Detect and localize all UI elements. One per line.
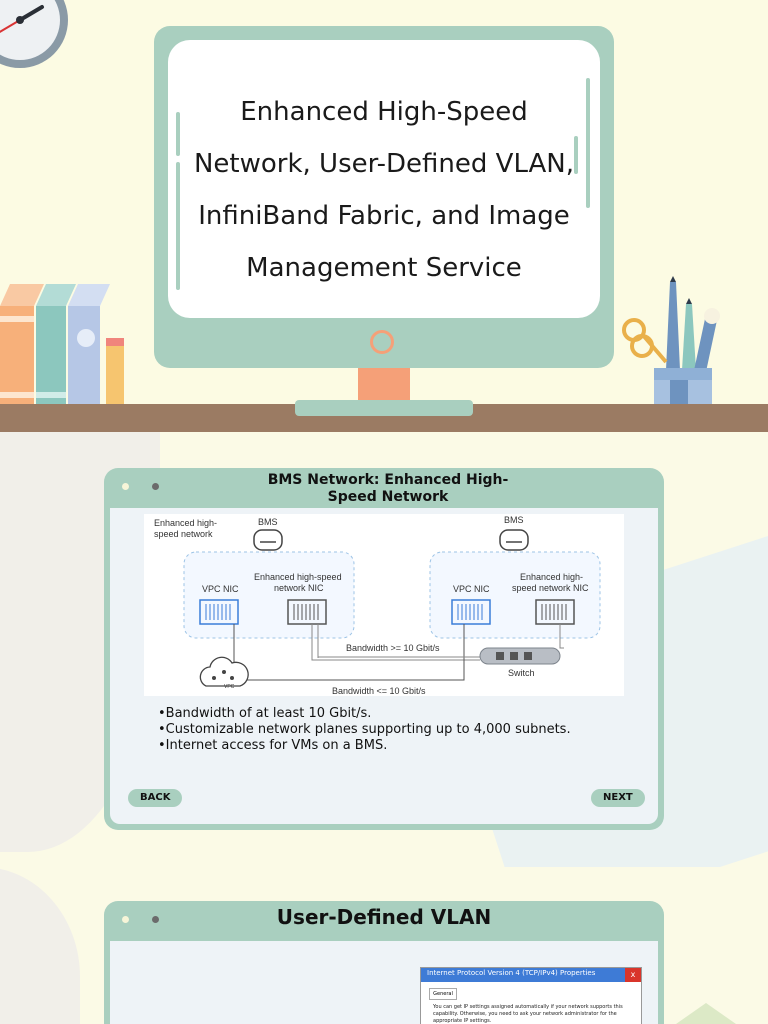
- monitor-neck: [358, 366, 410, 404]
- enhanced-network-label: Enhanced high-: [154, 518, 217, 528]
- bullet-item: •Internet access for VMs on a BMS.: [158, 738, 388, 753]
- page-title: Enhanced High-Speed Network, User-Define…: [193, 97, 575, 283]
- window-dot: [152, 916, 159, 923]
- background-shape: [0, 867, 80, 1024]
- dialog-description: You can get IP settings assigned automat…: [433, 1004, 623, 1024]
- slide-title: BMS Network: Enhanced High-Speed Network: [267, 472, 509, 505]
- books-illustration: [0, 284, 124, 410]
- clock-icon: [0, 0, 68, 68]
- window-dot: [122, 483, 129, 490]
- bullet-item: •Bandwidth of at least 10 Gbit/s.: [158, 706, 372, 721]
- tab-general[interactable]: General: [429, 988, 457, 1000]
- vpc-nic-label: VPC NIC: [202, 584, 239, 594]
- bullet-item: •Customizable network planes supporting …: [158, 722, 571, 737]
- monitor-screen: [168, 40, 600, 318]
- svg-text:Enhanced high-speed network NI: Enhanced high-speed network NIC: [512, 572, 589, 593]
- next-button[interactable]: NEXT: [591, 789, 645, 807]
- screen-decoration: [176, 112, 180, 156]
- user-defined-vlan-slide: User-Defined VLAN Internet Protocol Vers…: [0, 867, 768, 1024]
- enhanced-nic-label: Enhanced high-: [520, 572, 583, 582]
- bms-network-slide: BMS Network: Enhanced High-Speed Network: [0, 432, 768, 867]
- vpc-cloud-icon: [199, 656, 249, 687]
- server-icon: [253, 529, 283, 551]
- window-dot: [152, 483, 159, 490]
- vpc-label: VPC: [224, 684, 235, 690]
- monitor-base: [295, 400, 473, 416]
- title-slide: Enhanced High-Speed Network, User-Define…: [0, 0, 768, 432]
- feature-bullets: •Bandwidth of at least 10 Gbit/s. •Custo…: [158, 706, 571, 754]
- power-button-icon: [370, 330, 394, 354]
- screen-decoration: [176, 162, 180, 290]
- server-icon: [499, 529, 529, 551]
- enhanced-nic-card-icon: [287, 599, 327, 625]
- close-icon[interactable]: x: [625, 968, 641, 982]
- ipv4-properties-dialog: Internet Protocol Version 4 (TCP/IPv4) P…: [420, 967, 642, 1024]
- screen-decoration: [586, 78, 590, 208]
- switch-icon: [479, 647, 561, 665]
- bms-label: BMS: [504, 515, 524, 525]
- pencil-cup-illustration: [622, 276, 720, 422]
- screen-decoration: [574, 136, 578, 174]
- low-bandwidth-link: [240, 624, 465, 681]
- bandwidth-high-label: Bandwidth >= 10 Gbit/s: [346, 643, 440, 653]
- window-dot: [122, 916, 129, 923]
- slide-title: User-Defined VLAN: [276, 905, 492, 929]
- leaf-decoration: [676, 1003, 736, 1024]
- bms-group-left: [183, 551, 355, 639]
- svg-text:Enhanced high-speed network: Enhanced high-speed network: [154, 518, 217, 539]
- dialog-title: Internet Protocol Version 4 (TCP/IPv4) P…: [427, 969, 596, 977]
- dialog-title-bar: [421, 968, 641, 982]
- vpc-nic-card-icon: [451, 599, 491, 625]
- high-bandwidth-link: [311, 624, 480, 661]
- network-diagram: Enhanced high-speed network BMS BMS VPC …: [144, 514, 624, 696]
- vpc-nic-label: VPC NIC: [453, 584, 490, 594]
- vpc-nic-card-icon: [199, 599, 239, 625]
- back-button[interactable]: BACK: [128, 789, 183, 807]
- enhanced-nic-label: Enhanced high-speed: [254, 572, 342, 582]
- bandwidth-low-label: Bandwidth <= 10 Gbit/s: [332, 686, 426, 696]
- switch-label: Switch: [508, 668, 535, 678]
- bms-group-right: [429, 551, 601, 639]
- enhanced-nic-card-icon: [535, 599, 575, 625]
- bms-label: BMS: [258, 517, 278, 527]
